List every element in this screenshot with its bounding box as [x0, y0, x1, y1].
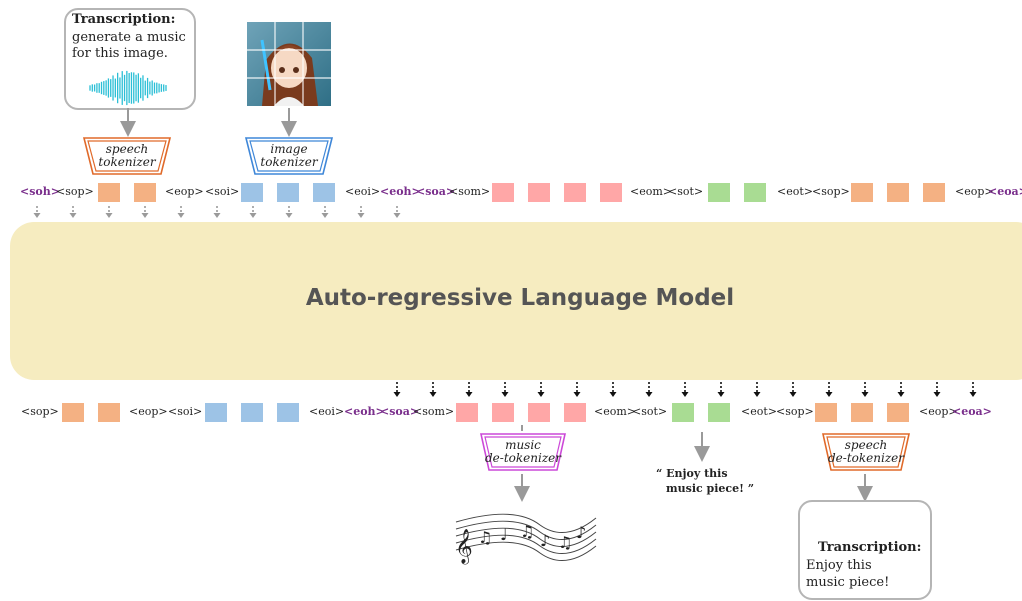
speech-token-box	[98, 403, 120, 422]
speech-tokenizer-line-2: tokenizer	[98, 155, 156, 169]
input-token: <sop>	[812, 185, 850, 198]
text-output: “ Enjoy this music piece! ”	[656, 466, 754, 496]
music-token-box	[528, 183, 550, 202]
image-token-box	[241, 183, 263, 202]
output-token: <sop>	[776, 405, 814, 418]
image-tokenizer-shape	[244, 137, 334, 175]
speech-token-box	[851, 403, 873, 422]
model-title: Auto-regressive Language Model	[305, 285, 735, 311]
music-token-box	[492, 403, 514, 422]
output-transcription-line-1: Enjoy this	[806, 558, 872, 573]
input-token: <som>	[449, 185, 491, 198]
speech-token-box	[815, 403, 837, 422]
output-token: <soa>	[380, 405, 420, 418]
input-token: <eoi>	[345, 185, 381, 198]
output-token: <eoa>	[952, 405, 992, 418]
svg-text:♫: ♫	[478, 528, 492, 547]
text-token-box	[744, 183, 766, 202]
input-arrows	[33, 206, 401, 218]
output-token: <eot>	[741, 405, 777, 418]
speech-detokenizer-label: speech de-tokenizer	[827, 439, 905, 465]
speech-detokenizer-shape	[822, 433, 910, 471]
output-transcription-bubble: Transcription: Enjoy this music piece!	[798, 500, 932, 600]
output-token: <eoh>	[344, 405, 385, 418]
image-token-box	[277, 403, 299, 422]
music-detokenizer-line-1: music	[505, 438, 541, 452]
speech-token-box	[98, 183, 120, 202]
music-detokenizer-label: music de-tokenizer	[484, 439, 562, 465]
image-tokenizer-line-2: tokenizer	[260, 155, 318, 169]
input-token: <eom>	[630, 185, 672, 198]
svg-text:𝄞: 𝄞	[455, 529, 473, 565]
svg-text:♪: ♪	[540, 531, 550, 550]
svg-text:♩: ♩	[500, 525, 508, 544]
speech-token-box	[887, 403, 909, 422]
text-token-box	[708, 183, 730, 202]
image-token-box	[205, 403, 227, 422]
output-token: <sop>	[21, 405, 59, 418]
speech-token-box	[851, 183, 873, 202]
input-transcription-line-1: generate a music	[72, 30, 186, 45]
input-transcription-bubble: Transcription: generate a music for this…	[64, 8, 196, 110]
music-token-box	[528, 403, 550, 422]
speech-detokenizer-line-2: de-tokenizer	[828, 451, 904, 465]
input-transcription-line-2: for this image.	[72, 46, 168, 61]
output-token: <eop>	[129, 405, 168, 418]
output-token: <soi>	[168, 405, 203, 418]
image-token-box	[277, 183, 299, 202]
speech-token-box	[134, 183, 156, 202]
svg-text:♪: ♪	[576, 523, 586, 542]
speech-token-box	[923, 183, 945, 202]
image-tokenizer-label: image tokenizer	[250, 143, 328, 169]
input-token: <soi>	[205, 185, 240, 198]
output-token: <eop>	[919, 405, 958, 418]
input-token: <eop>	[165, 185, 204, 198]
output-transcription-line-2: music piece!	[806, 575, 890, 590]
music-token-box	[564, 183, 586, 202]
anime-image	[247, 22, 331, 106]
input-token: <sot>	[668, 185, 704, 198]
music-detokenizer-shape	[480, 433, 566, 471]
output-token: <eoi>	[309, 405, 345, 418]
music-notes-icon: 𝄞 ♫ ♩ ♫ ♪ ♫ ♪	[455, 513, 597, 565]
speech-token-box	[887, 183, 909, 202]
image-tokenizer-line-1: image	[270, 142, 308, 156]
svg-text:♫: ♫	[520, 522, 534, 541]
input-token: <sop>	[56, 185, 94, 198]
waveform-icon	[89, 70, 167, 106]
image-token-box	[313, 183, 335, 202]
music-token-box	[456, 403, 478, 422]
speech-tokenizer-line-1: speech	[105, 142, 149, 156]
input-token: <soa>	[416, 185, 456, 198]
input-transcription-title: Transcription:	[72, 12, 176, 27]
svg-text:♫: ♫	[558, 533, 572, 552]
output-transcription-title: Transcription:	[818, 540, 922, 555]
music-token-box	[564, 403, 586, 422]
text-output-line-1: “ Enjoy this	[656, 467, 728, 480]
language-model-block	[10, 222, 1022, 380]
input-token: <eot>	[777, 185, 813, 198]
output-token: <som>	[413, 405, 455, 418]
text-token-box	[708, 403, 730, 422]
speech-tokenizer-label: speech tokenizer	[88, 143, 166, 169]
text-output-line-2: music piece! ”	[666, 482, 755, 495]
speech-token-box	[62, 403, 84, 422]
output-arrows	[393, 382, 977, 397]
image-token-box	[241, 403, 263, 422]
output-token: <sot>	[632, 405, 668, 418]
input-token: <eop>	[955, 185, 994, 198]
speech-detokenizer-line-1: speech	[844, 438, 888, 452]
music-token-box	[600, 183, 622, 202]
input-token: <eoa>	[988, 185, 1022, 198]
input-token: <soh>	[20, 185, 60, 198]
input-token: <eoh>	[380, 185, 421, 198]
music-detokenizer-line-2: de-tokenizer	[485, 451, 561, 465]
output-token: <eom>	[594, 405, 636, 418]
speech-tokenizer-shape	[82, 137, 172, 175]
music-token-box	[492, 183, 514, 202]
text-token-box	[672, 403, 694, 422]
